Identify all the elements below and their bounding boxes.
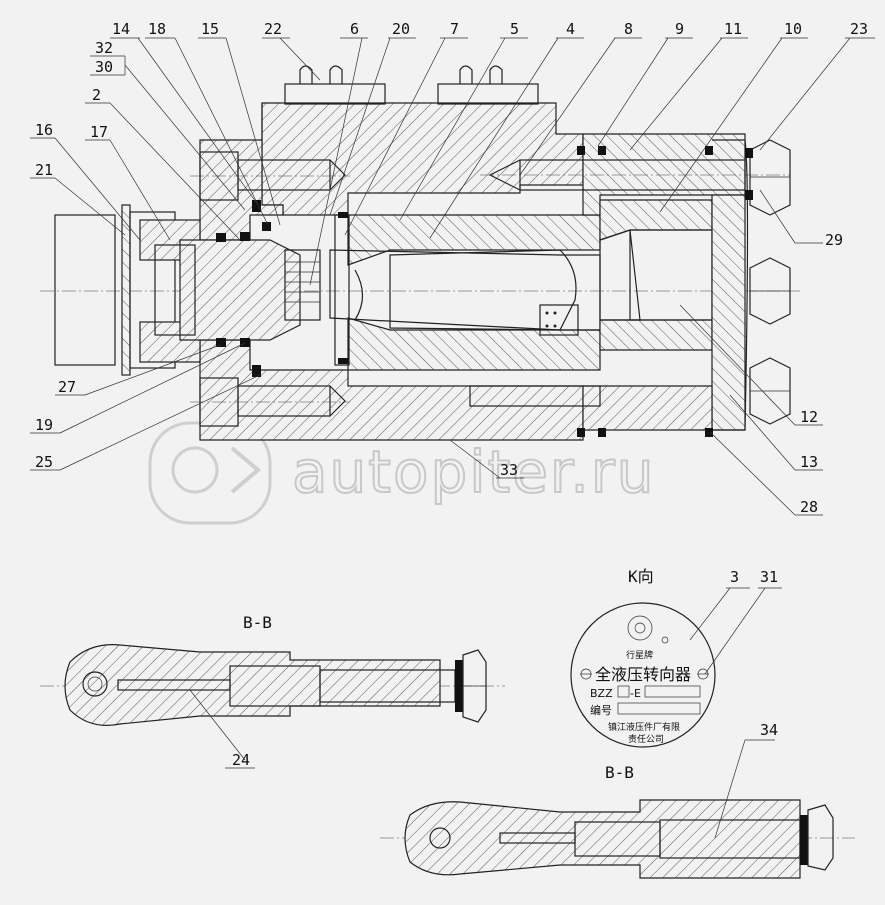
nameplate-serial-label: 编号	[590, 703, 612, 717]
part-label-5: 5	[510, 20, 519, 38]
part-label-29: 29	[825, 231, 843, 249]
k-view-title: K向	[628, 567, 654, 586]
nameplate-model-suffix: -E	[630, 687, 641, 700]
part-label-6: 6	[350, 20, 359, 38]
nameplate-model: BZZ	[590, 687, 613, 700]
bb-right-title: B-B	[605, 763, 634, 782]
part-label-27: 27	[58, 378, 76, 396]
k-view-nameplate: K向 行星牌 全液压转向器 BZZ -E 编号 镇江液压件厂有限 责任公司	[570, 567, 782, 748]
nameplate-maker-1: 镇江液压件厂有限	[608, 721, 680, 733]
watermark: autopiter.ru	[148, 421, 655, 525]
part-numbers: 14 18 15 22 6 20 7 5 4 8 9 11 10 23 32 3…	[35, 20, 868, 769]
part-label-3: 3	[730, 568, 739, 586]
part-label-19: 19	[35, 416, 53, 434]
part-label-11: 11	[724, 20, 742, 38]
part-label-16: 16	[35, 121, 53, 139]
watermark-text: autopiter.ru	[292, 438, 655, 506]
nameplate-brand: 行星牌	[626, 649, 653, 661]
part-label-14: 14	[112, 20, 130, 38]
seals	[216, 146, 753, 437]
nameplate-maker-2: 责任公司	[628, 733, 664, 745]
part-label-7: 7	[450, 20, 459, 38]
part-label-25: 25	[35, 453, 53, 471]
part-label-9: 9	[675, 20, 684, 38]
end-bolts	[749, 139, 791, 425]
part-label-33: 33	[500, 461, 518, 479]
part-label-23: 23	[850, 20, 868, 38]
part-label-2: 2	[92, 86, 101, 104]
main-section-view	[30, 37, 875, 516]
part-label-31: 31	[760, 568, 778, 586]
bb-left-title: B-B	[243, 613, 272, 632]
nameplate-title: 全液压转向器	[595, 665, 691, 684]
part-label-34: 34	[760, 721, 778, 739]
leader-lines	[30, 37, 875, 516]
part-label-8: 8	[624, 20, 633, 38]
part-label-32: 32	[95, 39, 113, 57]
part-label-18: 18	[148, 20, 166, 38]
part-label-30: 30	[95, 58, 113, 76]
part-label-10: 10	[784, 20, 802, 38]
part-label-15: 15	[201, 20, 219, 38]
section-bb-left: B-B	[40, 613, 505, 769]
part-label-13: 13	[800, 453, 818, 471]
part-label-22: 22	[264, 20, 282, 38]
part-label-24: 24	[232, 751, 250, 769]
part-label-20: 20	[392, 20, 410, 38]
part-label-28: 28	[800, 498, 818, 516]
part-label-21: 21	[35, 161, 53, 179]
part-label-4: 4	[566, 20, 575, 38]
part-label-12: 12	[800, 408, 818, 426]
part-label-17: 17	[90, 123, 108, 141]
section-bb-right: B-B	[380, 739, 855, 879]
